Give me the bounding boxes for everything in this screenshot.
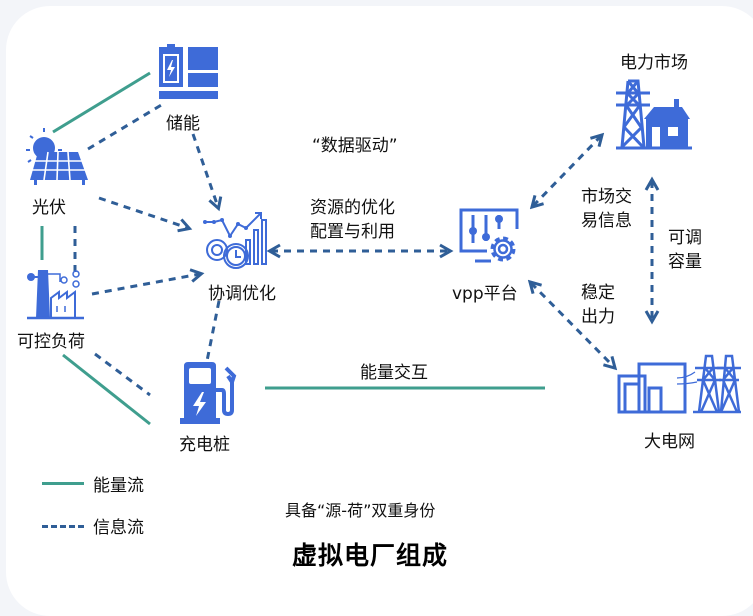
market-info-annotation-line1: 市场交 [581, 187, 632, 207]
resource-annotation-line1: 资源的优化 [310, 198, 395, 218]
pv-label: 光伏 [32, 198, 66, 218]
substation-towers-icon [617, 354, 741, 414]
resource-annotation-line2: 配置与利用 [310, 222, 395, 242]
energy-exchange-annotation: 能量交互 [360, 363, 428, 383]
energy-flow-load-charger [62, 353, 151, 426]
diagram-title: 虚拟电厂组成 [292, 541, 449, 570]
legend-info-label: 信息流 [93, 518, 144, 538]
info-flow-coord-charger [204, 300, 221, 367]
load-label: 可控负荷 [17, 332, 85, 352]
battery-storage-icon [159, 44, 218, 99]
control-panel-gear-icon [459, 208, 519, 263]
grid-label: 大电网 [644, 432, 695, 452]
vpp-label: vpp平台 [452, 284, 518, 304]
adjustable-annotation-line2: 容量 [668, 252, 702, 272]
legend-solid-line [42, 482, 84, 485]
charger-label: 充电桩 [179, 435, 230, 455]
info-flow-vpp-market [529, 132, 605, 210]
solar-panel-icon [26, 128, 88, 185]
factory-icon [27, 270, 84, 320]
market-info-annotation-line2: 易信息 [581, 211, 632, 231]
info-flow-load-coord [91, 268, 205, 296]
energy-flow-pv-storage [52, 71, 151, 134]
market-label: 电力市场 [620, 53, 688, 73]
info-flow-pv-coord [98, 196, 193, 233]
charging-station-icon [180, 362, 237, 424]
coord-label: 协调优化 [208, 284, 276, 304]
info-flow-storage-coord [191, 133, 223, 212]
stable-annotation-line2: 出力 [581, 307, 615, 327]
power-tower-house-icon [616, 79, 692, 150]
legend-energy-label: 能量流 [93, 476, 144, 496]
storage-label: 储能 [166, 114, 200, 134]
connections-layer [40, 71, 660, 426]
info-flow-vpp-grid [527, 279, 618, 371]
info-flow-pv-storage [87, 102, 164, 151]
gears-analytics-icon [203, 212, 267, 269]
adjustable-annotation-line1: 可调 [668, 228, 702, 248]
info-flow-load-charger [94, 352, 151, 397]
vpp-diagram: 储能 光伏 可控负荷 [17, 44, 741, 570]
legend-dashed-line [42, 525, 84, 528]
diagram-subtitle: 具备“源-荷”双重身份 [285, 501, 436, 520]
data-driven-annotation: “数据驱动” [312, 136, 398, 156]
stable-annotation-line1: 稳定 [581, 283, 615, 303]
